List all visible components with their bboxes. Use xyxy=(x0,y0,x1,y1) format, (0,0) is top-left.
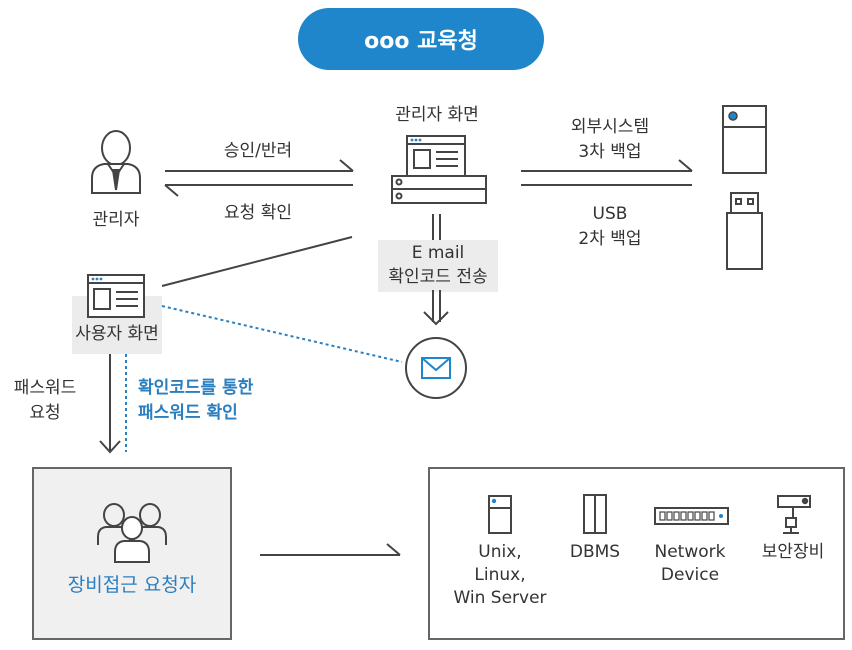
server-tower-icon xyxy=(488,495,512,534)
password-request-line1: 패스워드 xyxy=(13,378,77,398)
password-confirm-line1: 확인코드를 통한 xyxy=(138,378,254,398)
email-label-shade xyxy=(378,240,498,292)
usb-icon xyxy=(726,192,763,270)
backup-arrow-head xyxy=(678,159,693,172)
password-request-arrow-head xyxy=(99,440,121,454)
cctv-camera-icon xyxy=(777,495,811,534)
admin-screen-icon xyxy=(391,135,487,204)
email-arrow-head xyxy=(423,311,449,326)
equipment-server-line3: Win Server xyxy=(453,588,547,608)
external-backup-line1: 외부시스템 xyxy=(570,117,650,137)
equipment-server-line2: Linux, xyxy=(474,565,526,585)
equipment-network-line1: Network xyxy=(654,542,726,562)
user-to-email-dotted xyxy=(161,305,403,363)
requester-arrow-head xyxy=(386,543,401,556)
network-switch-icon xyxy=(654,507,729,525)
equipment-dbms-label: DBMS xyxy=(569,542,621,562)
admin-screen-dots xyxy=(410,138,422,142)
request-confirm-label: 요청 확인 xyxy=(224,203,292,223)
email-send-line2: 확인코드 전송 xyxy=(388,267,488,287)
admin-person-icon xyxy=(91,130,141,194)
server-led-icon xyxy=(728,111,738,121)
requester-label: 장비접근 요청자 xyxy=(67,574,197,596)
equipment-network-line2: Device xyxy=(660,565,720,585)
usb-backup-line2: 2차 백업 xyxy=(578,229,642,249)
admin-label: 관리자 xyxy=(92,210,140,230)
user-screen-dots xyxy=(91,277,103,281)
usb-backup-line1: USB xyxy=(592,204,628,224)
user-screen-label: 사용자 화면 xyxy=(75,324,159,344)
admin-screen-label: 관리자 화면 xyxy=(395,105,479,125)
email-send-line1: E mail xyxy=(411,243,465,263)
equipment-server-line1: Unix, xyxy=(478,542,522,562)
password-confirm-line2: 패스워드 확인 xyxy=(138,403,238,423)
user-screen-icon xyxy=(87,274,145,318)
database-icon xyxy=(583,494,607,534)
approve-label: 승인/반려 xyxy=(223,141,293,161)
email-envelope-icon xyxy=(405,337,467,399)
password-request-line2: 요청 xyxy=(29,403,61,423)
requester-front-person-icon xyxy=(114,516,150,563)
server-tower-led-icon xyxy=(491,498,497,504)
approve-arrow-head xyxy=(339,159,354,172)
request-confirm-arrow-head xyxy=(164,184,179,197)
user-to-admin-line xyxy=(161,236,353,287)
equipment-security-label: 보안장비 xyxy=(761,542,825,562)
external-backup-line2: 3차 백업 xyxy=(578,142,642,162)
title-banner: ooo 교육청 xyxy=(298,8,544,70)
